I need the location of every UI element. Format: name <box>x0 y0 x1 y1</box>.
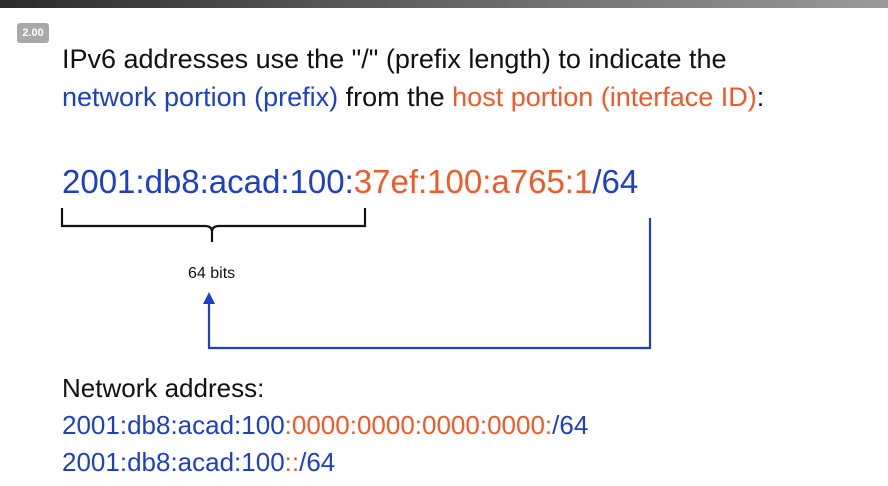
network-portion-label: network portion (prefix) <box>62 82 339 112</box>
prefix-bracket <box>60 208 367 242</box>
playback-speed-badge[interactable]: 2.00 <box>17 23 49 43</box>
host-portion-label: host portion (interface ID) <box>452 82 757 112</box>
headline-connector: from the <box>338 82 453 112</box>
network-short-length: /64 <box>299 447 336 477</box>
network-short-double-colon: :: <box>284 447 300 477</box>
headline-line-2: network portion (prefix) from the host p… <box>62 82 764 113</box>
address-prefix: 2001:db8:acad:100: <box>62 163 354 200</box>
address-interface-id: 37ef:100:a765:1 <box>353 163 593 200</box>
prefix-length-arrow <box>207 218 652 350</box>
network-address-label: Network address: <box>62 373 265 403</box>
bracket-label: 64 bits <box>188 265 236 282</box>
player-progress-bar[interactable] <box>0 0 888 8</box>
headline-line-1: IPv6 addresses use the "/" (prefix lengt… <box>62 44 727 74</box>
network-full-zeros: :0000:0000:0000:0000: <box>284 410 553 440</box>
network-full-prefix: 2001:db8:acad:100 <box>62 410 285 440</box>
network-address-compressed: 2001:db8:acad:100::/64 <box>62 447 335 478</box>
headline-colon: : <box>756 82 765 112</box>
example-ipv6-address: 2001:db8:acad:100:37ef:100:a765:1/64 <box>62 163 638 201</box>
arrow-head-icon <box>203 292 215 304</box>
network-address-full: 2001:db8:acad:100:0000:0000:0000:0000:/6… <box>62 410 588 441</box>
network-short-prefix: 2001:db8:acad:100 <box>62 447 285 477</box>
network-full-length: /64 <box>552 410 589 440</box>
address-prefix-length: /64 <box>592 163 639 200</box>
